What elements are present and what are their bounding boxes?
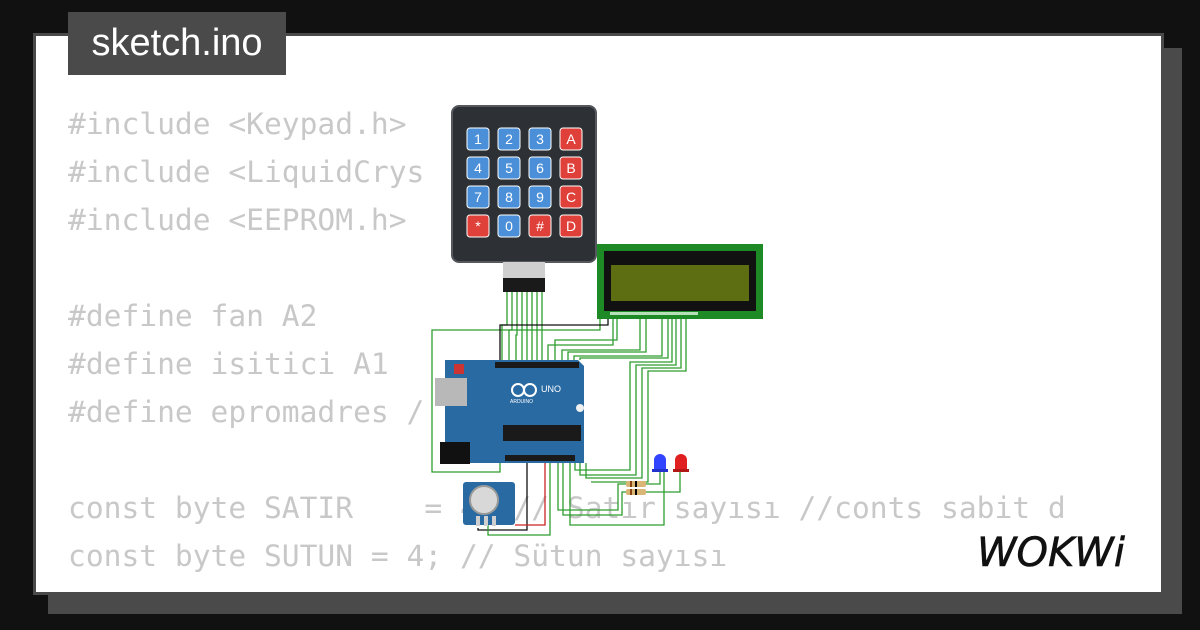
code-line: #define isitici A1 bbox=[68, 347, 389, 381]
keypad-key: 9 bbox=[528, 185, 552, 209]
lcd-display bbox=[597, 244, 763, 319]
pot-black-wire bbox=[477, 463, 528, 531]
keypad-key-label: * bbox=[475, 218, 481, 234]
keypad-key-label: B bbox=[566, 160, 575, 176]
code-snippet: #include <Keypad.h> #include <LiquidCrys #… bbox=[68, 100, 1138, 580]
reset-button bbox=[454, 364, 464, 374]
keypad-key-label: 7 bbox=[474, 189, 482, 205]
keypad-key: D bbox=[559, 214, 583, 238]
wires bbox=[431, 292, 687, 536]
code-line: #include <EEPROM.h> bbox=[68, 203, 407, 237]
led-blue bbox=[652, 454, 668, 472]
code-line: #define epromadres / bbox=[68, 395, 425, 429]
keypad-key: B bbox=[559, 156, 583, 180]
code-line: const byte SATIR = 4; // Satır sayısı //… bbox=[68, 491, 1066, 525]
keypad-key: 0 bbox=[497, 214, 521, 238]
keypad-key-label: 3 bbox=[536, 131, 544, 147]
usb-port bbox=[435, 378, 467, 406]
lcd-pin-labels bbox=[610, 312, 698, 315]
keypad-key-label: 0 bbox=[505, 218, 513, 234]
wokwi-logo-text: WOKWi bbox=[977, 530, 1125, 576]
keypad-key: A bbox=[559, 127, 583, 151]
lcd-wires bbox=[547, 318, 687, 483]
keypad-key-label: 2 bbox=[505, 131, 513, 147]
keypad-key: 3 bbox=[528, 127, 552, 151]
keypad-key: 8 bbox=[497, 185, 521, 209]
keypad-key-label: 9 bbox=[536, 189, 544, 205]
keypad-keys: 1 2 3 A 4 5 6 B 7 8 9 C * 0 # D bbox=[466, 127, 583, 238]
keypad-key: * bbox=[466, 214, 490, 238]
keypad-key-label: 8 bbox=[505, 189, 513, 205]
code-line: #define fan A2 bbox=[68, 299, 318, 333]
keypad-key: 1 bbox=[466, 127, 490, 151]
sketch-title-badge: sketch.ino bbox=[68, 12, 286, 75]
keypad-key-label: C bbox=[566, 189, 576, 205]
keypad: 1 2 3 A 4 5 6 B 7 8 9 C * 0 # D bbox=[451, 105, 597, 292]
keypad-key: C bbox=[559, 185, 583, 209]
gnd-wire bbox=[431, 318, 601, 473]
code-line: #include <Keypad.h> bbox=[68, 107, 407, 141]
arduino-brand: ARDUINO bbox=[510, 399, 533, 405]
keypad-key: 2 bbox=[497, 127, 521, 151]
pot-led-wires bbox=[487, 463, 681, 536]
keypad-key-label: # bbox=[536, 218, 544, 234]
keypad-key-label: 6 bbox=[536, 160, 544, 176]
digital-header bbox=[495, 362, 579, 368]
resistors bbox=[626, 481, 646, 495]
power-header bbox=[505, 455, 575, 461]
keypad-wires bbox=[501, 292, 543, 360]
atmega-chip bbox=[503, 425, 581, 441]
keypad-key: 5 bbox=[497, 156, 521, 180]
power-jack bbox=[440, 442, 470, 464]
arduino-board: UNO ARDUINO bbox=[435, 360, 584, 464]
keypad-key-label: D bbox=[566, 218, 576, 234]
arduino-model: UNO bbox=[541, 384, 561, 394]
keypad-key: 4 bbox=[466, 156, 490, 180]
wokwi-logo: WOKWi bbox=[977, 530, 1126, 576]
keypad-key-label: 1 bbox=[474, 131, 482, 147]
keypad-key: 6 bbox=[528, 156, 552, 180]
keypad-key-label: 5 bbox=[505, 160, 513, 176]
keypad-key-label: 4 bbox=[474, 160, 482, 176]
keypad-key: 7 bbox=[466, 185, 490, 209]
code-line: #include <LiquidCrys bbox=[68, 155, 425, 189]
led-red bbox=[673, 454, 689, 472]
lcd-black-wire bbox=[499, 318, 609, 360]
code-line: const byte SUTUN = 4; // Sütun sayısı bbox=[68, 539, 728, 573]
keypad-key: # bbox=[528, 214, 552, 238]
keypad-key-label: A bbox=[566, 131, 576, 147]
potentiometer bbox=[463, 482, 515, 526]
pot-red-wire bbox=[515, 463, 546, 526]
